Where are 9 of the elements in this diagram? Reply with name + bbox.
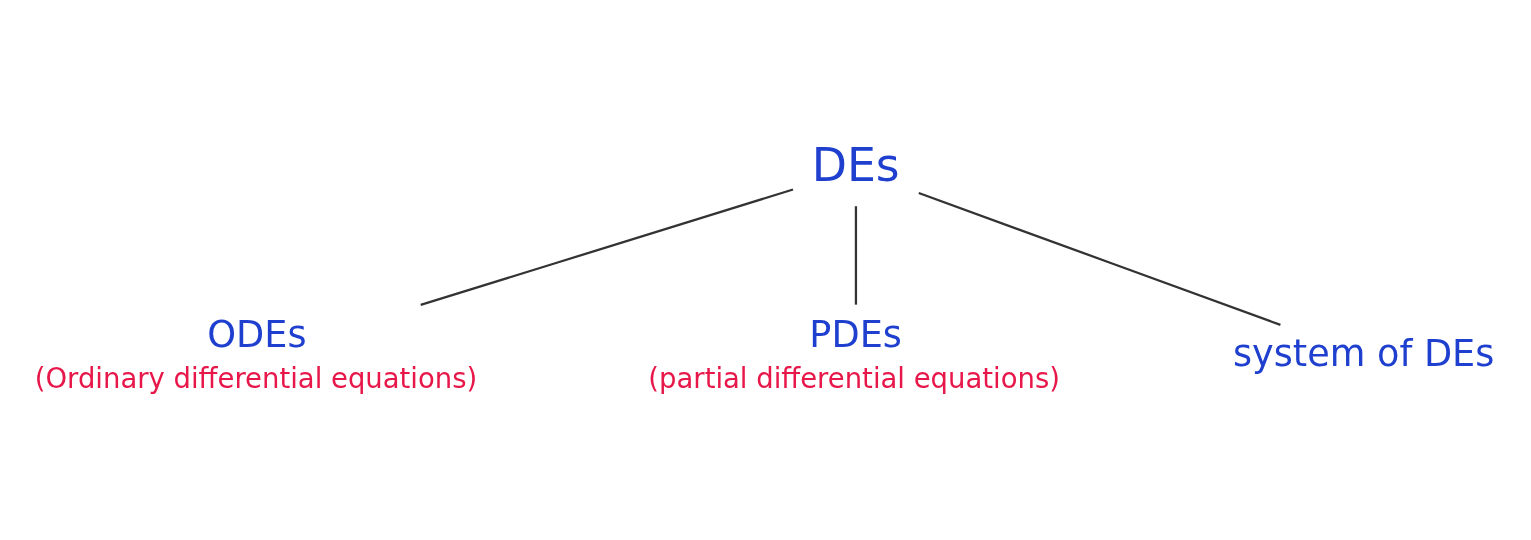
connector [854,206,858,305]
connector [420,188,794,306]
node-text: system of DEs [1232,332,1495,376]
connector [918,191,1281,326]
node-text: PDEs [809,312,902,356]
node-text: DEs [811,138,900,192]
node-label: (Ordinary differential equations) [34,363,478,395]
node-label: (partial differential equations) [648,363,1060,395]
node-text: ODEs [207,312,307,356]
